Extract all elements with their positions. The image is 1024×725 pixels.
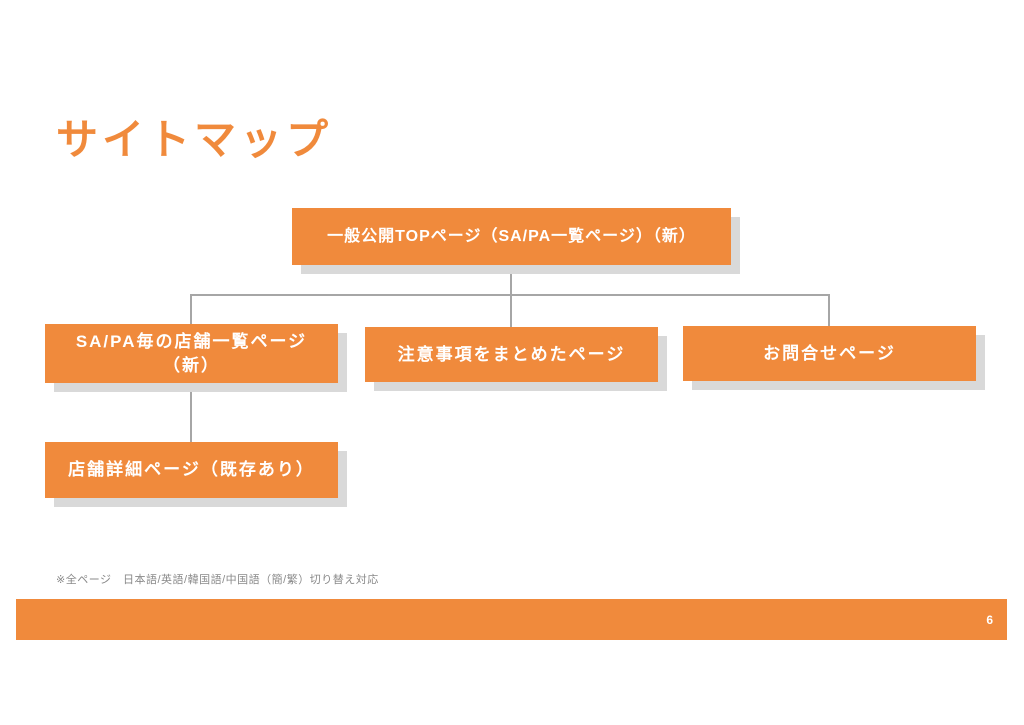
sitemap-node-store-list-page: SA/PA毎の店舗一覧ページ （新） bbox=[45, 324, 338, 383]
page-title: サイトマップ bbox=[56, 116, 333, 163]
sitemap-node-store-detail-page: 店舗詳細ページ（既存あり） bbox=[45, 442, 338, 498]
connector-middle-vertical bbox=[510, 294, 512, 328]
sitemap-node-top-page: 一般公開TOPページ（SA/PA一覧ページ）（新） bbox=[292, 208, 731, 265]
connector-root-vertical bbox=[510, 265, 512, 295]
sitemap-node-contact-page: お問合せページ bbox=[683, 326, 976, 381]
sitemap-node-notes-page: 注意事項をまとめたページ bbox=[365, 327, 658, 382]
language-footnote: ※全ページ 日本語/英語/韓国語/中国語（簡/繁）切り替え対応 bbox=[56, 574, 379, 586]
page-number: 6 bbox=[986, 612, 993, 627]
connector-right-vertical bbox=[828, 294, 830, 326]
footer-accent-bar: 6 bbox=[16, 599, 1007, 640]
